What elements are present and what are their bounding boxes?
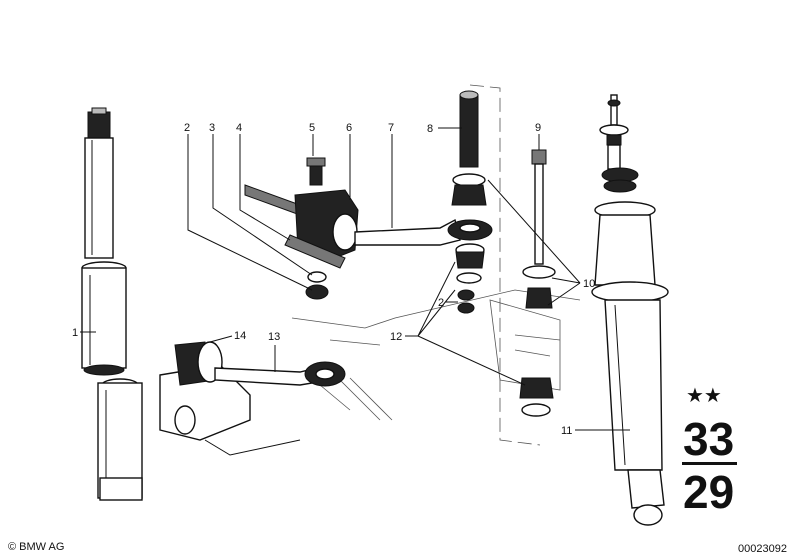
- callout-8: 8: [427, 123, 433, 135]
- group-code-top: 33: [683, 413, 734, 465]
- callout-1: 1: [72, 327, 78, 339]
- bolt-assembly: [519, 149, 556, 417]
- callout-7: 7: [388, 122, 394, 134]
- callout-12: 12: [390, 331, 402, 343]
- callout-6: 6: [346, 122, 352, 134]
- callout-13: 13: [268, 331, 280, 343]
- upper-mount-assembly: [244, 157, 493, 300]
- diagram-number: 00023092: [738, 543, 787, 555]
- leader-lines: [80, 127, 630, 431]
- copyright-text: © BMW AG: [8, 541, 64, 553]
- callout-5: 5: [309, 122, 315, 134]
- callout-2: 2: [184, 122, 190, 134]
- callout-11: 11: [561, 425, 572, 437]
- strut-tube-assembly: [81, 107, 143, 501]
- callout-9: 9: [535, 122, 541, 134]
- callout-4: 4: [236, 122, 242, 134]
- callout-10: 10: [583, 278, 595, 290]
- callout-14: 14: [234, 330, 246, 342]
- group-code: ★★ 33 29: [682, 383, 737, 518]
- bushing-stack: [451, 90, 487, 314]
- shock-absorber: [591, 94, 669, 526]
- group-code-stars: ★★: [686, 383, 722, 407]
- callout-3: 3: [209, 122, 215, 134]
- callout-labels: 1 2 3 4 5 6 7 8 9 10 11 12 13 14 2: [72, 122, 595, 437]
- lower-mount-assembly: [159, 341, 346, 456]
- group-code-divider: [682, 462, 737, 465]
- group-code-bottom: 29: [683, 466, 734, 518]
- callout-2-secondary: 2: [438, 297, 444, 309]
